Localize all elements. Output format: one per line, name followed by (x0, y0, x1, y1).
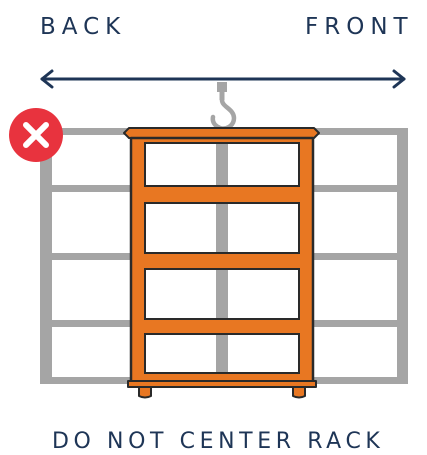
warning-caption: DO NOT CENTER RACK (52, 431, 384, 453)
shelf-opening (145, 334, 299, 373)
hook-icon (213, 82, 234, 129)
x-circle-icon (9, 108, 63, 162)
shelf-opening (145, 143, 299, 186)
shelf-opening (145, 203, 299, 253)
shelf-opening (145, 269, 299, 319)
